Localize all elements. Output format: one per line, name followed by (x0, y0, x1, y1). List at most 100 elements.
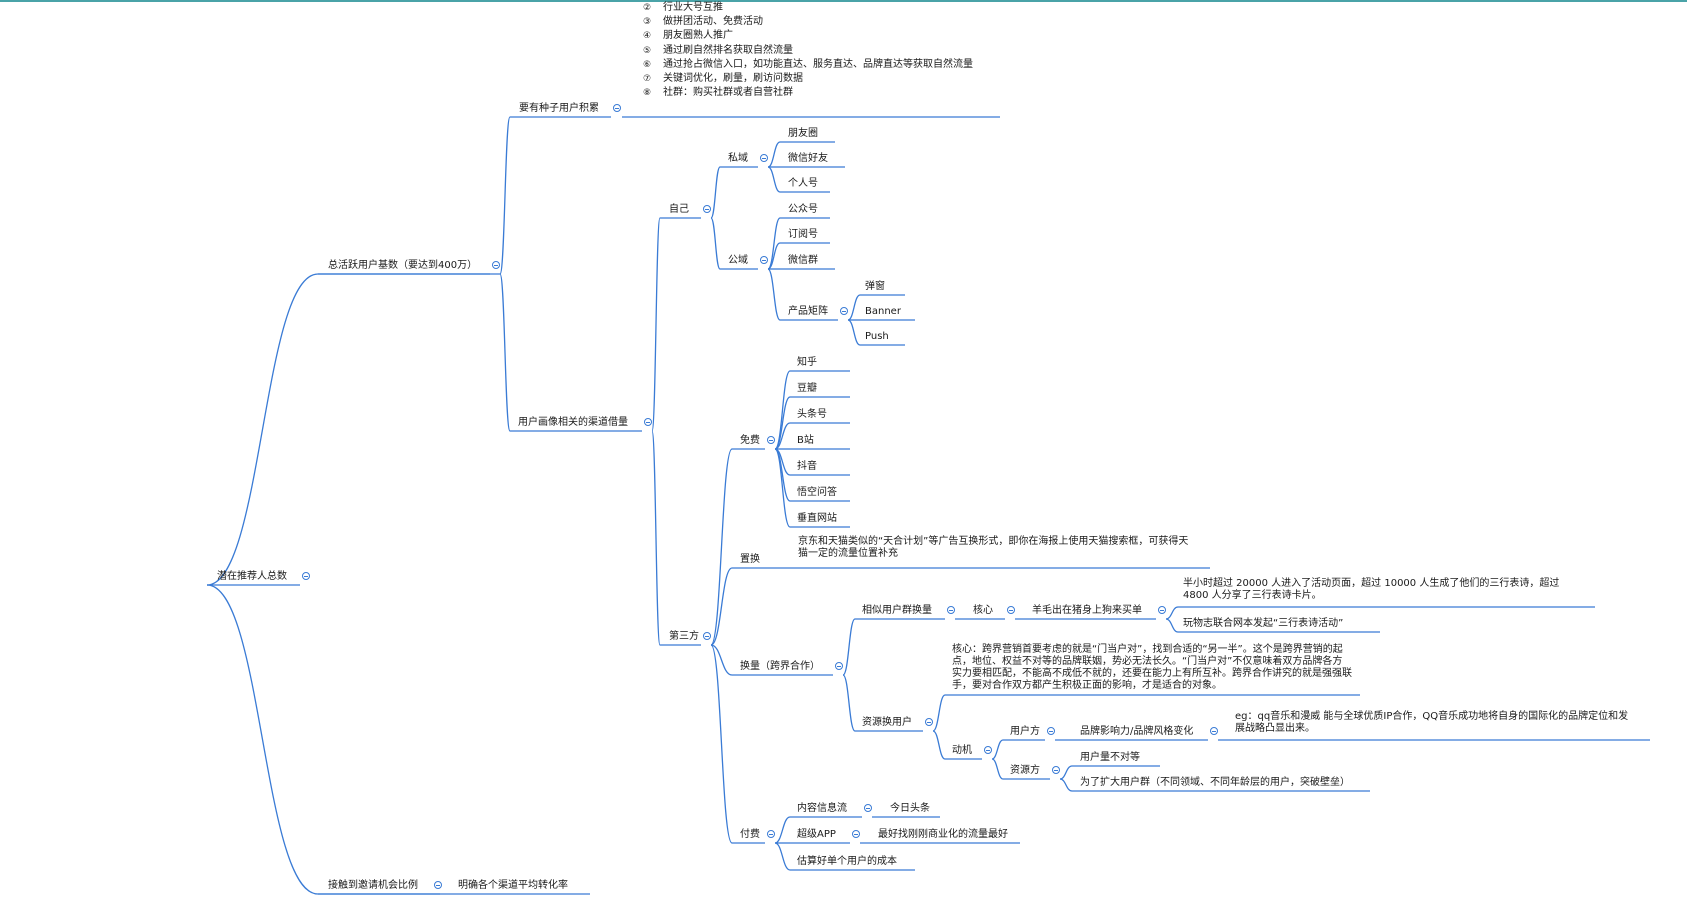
node-private-domain[interactable]: 私域 (728, 153, 748, 164)
collapse-toggle-icon[interactable] (852, 830, 860, 838)
leaf-wechat-group[interactable]: 微信群 (788, 255, 818, 266)
leaf-official-account[interactable]: 公众号 (788, 204, 818, 215)
leaf-estimate-cost[interactable]: 估算好单个用户的成本 (797, 856, 897, 867)
note-resource-core: 核心：跨界营销首要考虑的就是“门当户对”，找到合适的“另一半”。这个是跨界营销的… (952, 644, 1352, 691)
list-number: ⑤ (643, 45, 652, 56)
leaf-toutiaohao[interactable]: 头条号 (797, 409, 827, 420)
leaf-brand-influence[interactable]: 品牌影响力/品牌风格变化 (1080, 726, 1194, 737)
collapse-toggle-icon[interactable] (1007, 606, 1015, 614)
leaf-wechat-friends[interactable]: 微信好友 (788, 153, 828, 164)
leaf-moments[interactable]: 朋友圈 (788, 128, 818, 139)
node-invite-reach-ratio[interactable]: 接触到邀请机会比例 (328, 880, 418, 891)
connector-curve (774, 842, 791, 871)
collapse-toggle-icon[interactable] (703, 205, 711, 213)
leaf-user-unequal[interactable]: 用户量不对等 (1080, 752, 1140, 763)
node-total-active-users[interactable]: 总活跃用户基数（要达到400万） (328, 260, 478, 271)
node-root[interactable]: 潜在推荐人总数 (217, 571, 287, 582)
node-public-domain[interactable]: 公域 (728, 255, 748, 266)
node-product-matrix[interactable]: 产品矩阵 (788, 306, 828, 317)
collapse-toggle-icon[interactable] (703, 632, 711, 640)
node-user-side[interactable]: 用户方 (1010, 726, 1040, 737)
node-resource-swap[interactable]: 资源换用户 (862, 717, 912, 728)
connector-curve (1165, 618, 1179, 633)
collapse-toggle-icon[interactable] (767, 436, 775, 444)
collapse-toggle-icon[interactable] (760, 154, 768, 162)
seed-method-item: 关键词优化，刷量，刷访问数据 (663, 73, 803, 84)
node-core[interactable]: 核心 (973, 605, 993, 616)
note-wool-result: 半小时超过 20000 人进入了活动页面，超过 10000 人生成了他们的三行表… (1183, 578, 1560, 601)
note-wool-event: 玩物志联合网本发起“三行表诗活动” (1183, 618, 1344, 629)
collapse-toggle-icon[interactable] (1052, 766, 1060, 774)
collapse-toggle-icon[interactable] (613, 104, 621, 112)
collapse-toggle-icon[interactable] (760, 256, 768, 264)
node-channel-conversion[interactable]: 明确各个渠道平均转化率 (458, 880, 568, 891)
seed-method-item: 做拼团活动、免费活动 (663, 16, 763, 28)
collapse-toggle-icon[interactable] (925, 718, 933, 726)
leaf-jinri-toutiao[interactable]: 今日头条 (890, 803, 930, 814)
node-third-party[interactable]: 第三方 (669, 631, 699, 642)
node-resource-side[interactable]: 资源方 (1010, 765, 1040, 776)
connector-curve (710, 448, 733, 646)
leaf-push[interactable]: Push (865, 331, 889, 342)
connector-curve (991, 739, 1004, 760)
seed-method-item: 朋友圈熟人推广 (663, 30, 733, 42)
node-self[interactable]: 自己 (669, 204, 689, 215)
node-wool[interactable]: 羊毛出在猪身上狗来买单 (1032, 605, 1142, 616)
node-replace[interactable]: 置换 (740, 554, 760, 565)
leaf-zhihu[interactable]: 知乎 (797, 357, 817, 368)
leaf-subscription-account[interactable]: 订阅号 (788, 229, 818, 240)
node-seed-users[interactable]: 要有种子用户积累 (519, 103, 599, 114)
collapse-toggle-icon[interactable] (434, 881, 442, 889)
collapse-toggle-icon[interactable] (835, 662, 843, 670)
connector-curve (1059, 765, 1073, 780)
connector-curve (774, 448, 791, 528)
collapse-toggle-icon[interactable] (644, 418, 652, 426)
connector-curve (710, 644, 733, 676)
seed-method-item: 通过抢占微信入口，如功能直达、服务直达、品牌直达等获取自然流量 (663, 58, 973, 70)
list-number: ② (643, 3, 652, 13)
leaf-expand-users[interactable]: 为了扩大用户群（不同领域、不同年龄层的用户，突破壁垒） (1080, 777, 1350, 788)
collapse-toggle-icon[interactable] (767, 830, 775, 838)
connector-curve (1165, 606, 1179, 620)
node-motive[interactable]: 动机 (952, 745, 972, 756)
leaf-douban[interactable]: 豆瓣 (797, 383, 817, 394)
node-free[interactable]: 免费 (740, 435, 760, 446)
leaf-bilibili[interactable]: B站 (797, 435, 814, 446)
connector-curve (767, 141, 781, 168)
leaf-banner[interactable]: Banner (865, 306, 901, 317)
node-paid[interactable]: 付费 (740, 829, 760, 840)
leaf-wukong-qa[interactable]: 悟空问答 (797, 487, 837, 498)
collapse-toggle-icon[interactable] (984, 746, 992, 754)
connector-curve (206, 584, 319, 895)
collapse-toggle-icon[interactable] (492, 261, 500, 269)
connector-curve (932, 730, 946, 760)
leaf-popup[interactable]: 弹窗 (865, 281, 885, 292)
connector-curve (710, 217, 721, 270)
node-channel-borrow[interactable]: 用户画像相关的渠道借量 (518, 417, 628, 428)
seed-method-item: 通过刷自然排名获取自然流量 (663, 44, 793, 56)
connector-curve (842, 674, 856, 732)
connector-curve (206, 273, 319, 586)
connector-curve (651, 430, 661, 646)
collapse-toggle-icon[interactable] (1047, 727, 1055, 735)
leaf-vertical-sites[interactable]: 垂直网站 (797, 513, 837, 524)
node-cross-swap[interactable]: 换量（跨界合作） (740, 661, 820, 672)
node-info-feed[interactable]: 内容信息流 (797, 803, 847, 814)
seed-method-item: 社群：购买社群或者自营社群 (663, 87, 793, 99)
connector-curve (991, 758, 1004, 780)
leaf-douyin[interactable]: 抖音 (797, 461, 817, 472)
collapse-toggle-icon[interactable] (840, 307, 848, 315)
collapse-toggle-icon[interactable] (947, 606, 955, 614)
collapse-toggle-icon[interactable] (1158, 606, 1166, 614)
list-number: ③ (643, 17, 652, 28)
connector-curve (767, 268, 781, 321)
connector-curve (710, 567, 733, 646)
node-similar-swap[interactable]: 相似用户群换量 (862, 605, 932, 616)
collapse-toggle-icon[interactable] (1210, 727, 1218, 735)
leaf-personal-account[interactable]: 个人号 (788, 178, 818, 189)
collapse-toggle-icon[interactable] (864, 804, 872, 812)
collapse-toggle-icon[interactable] (302, 572, 310, 580)
connector-curve (499, 273, 511, 432)
node-super-app[interactable]: 超级APP (797, 829, 836, 840)
